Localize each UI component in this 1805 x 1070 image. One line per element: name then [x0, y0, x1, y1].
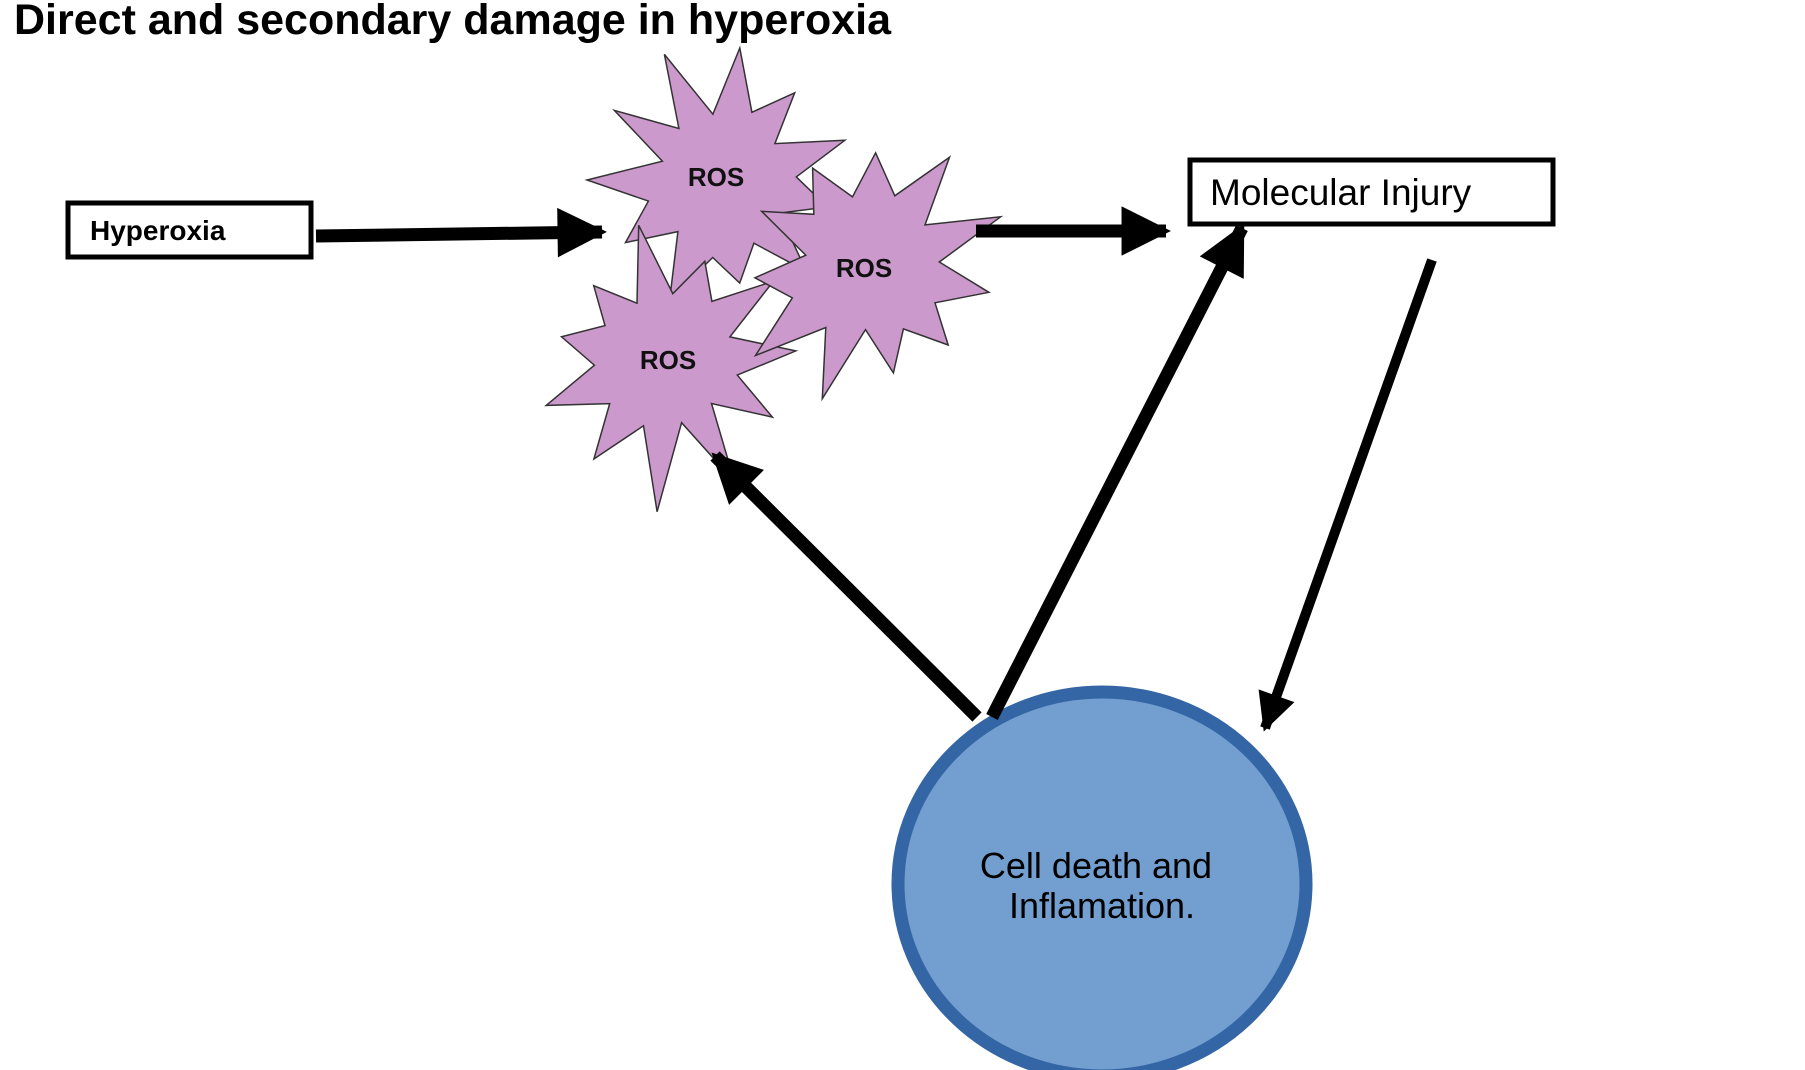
arrow-cell-death-to-ros [710, 451, 982, 722]
ros-label: ROS [836, 253, 892, 283]
ros-star [584, 45, 848, 302]
cell-death-label-line1: Cell death and [980, 845, 1212, 886]
ros-star [544, 224, 799, 512]
molecular-injury-box [1187, 157, 1556, 227]
cell-death-circle [891, 685, 1313, 1070]
arrow-cell-death-to-molecular-injury [986, 223, 1248, 720]
hyperoxia-label: Hyperoxia [90, 215, 226, 246]
diagram-title: Direct and secondary damage in hyperoxia [14, 0, 892, 44]
ros-star [753, 151, 1004, 402]
arrow-hyperoxia-to-ros [315, 207, 607, 258]
cell-death-label-line2: Inflamation. [1009, 885, 1195, 926]
arrow-molecular-injury-to-cell-death [1258, 258, 1437, 732]
molecular-injury-label: Molecular Injury [1210, 172, 1472, 213]
hyperoxia-box [65, 200, 314, 260]
ros-label: ROS [688, 162, 744, 192]
ros-label: ROS [640, 345, 696, 375]
